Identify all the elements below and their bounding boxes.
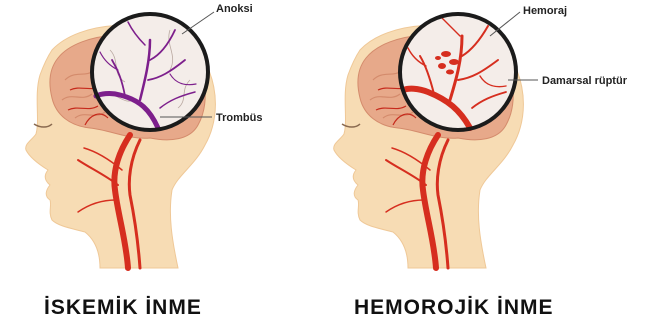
anoxia-callout-line — [182, 12, 214, 34]
hemorrhagic-stroke-caption: HEMOROJİK İNME — [354, 296, 554, 320]
ischemic-stroke-panel: Anoksi Trombüs İSKEMİK İNME — [0, 0, 330, 335]
thrombus-label: Trombüs — [216, 112, 262, 124]
hemorrhagic-stroke-head-illustration: Hemoraj Damarsal rüptür — [330, 0, 659, 335]
hemorrhage-label: Hemoraj — [523, 5, 567, 17]
anoxia-label: Anoksi — [216, 3, 253, 15]
hemorrhage-callout-line — [490, 12, 520, 36]
magnifier-lens — [400, 14, 516, 130]
ischemic-stroke-head-illustration: Anoksi Trombüs — [0, 0, 330, 335]
rupture-label: Damarsal rüptür — [542, 75, 628, 87]
hemorrhagic-stroke-panel: Hemoraj Damarsal rüptür HEMOROJİK İNME — [330, 0, 659, 335]
magnifier-lens — [92, 14, 208, 130]
ischemic-stroke-caption: İSKEMİK İNME — [44, 296, 202, 320]
